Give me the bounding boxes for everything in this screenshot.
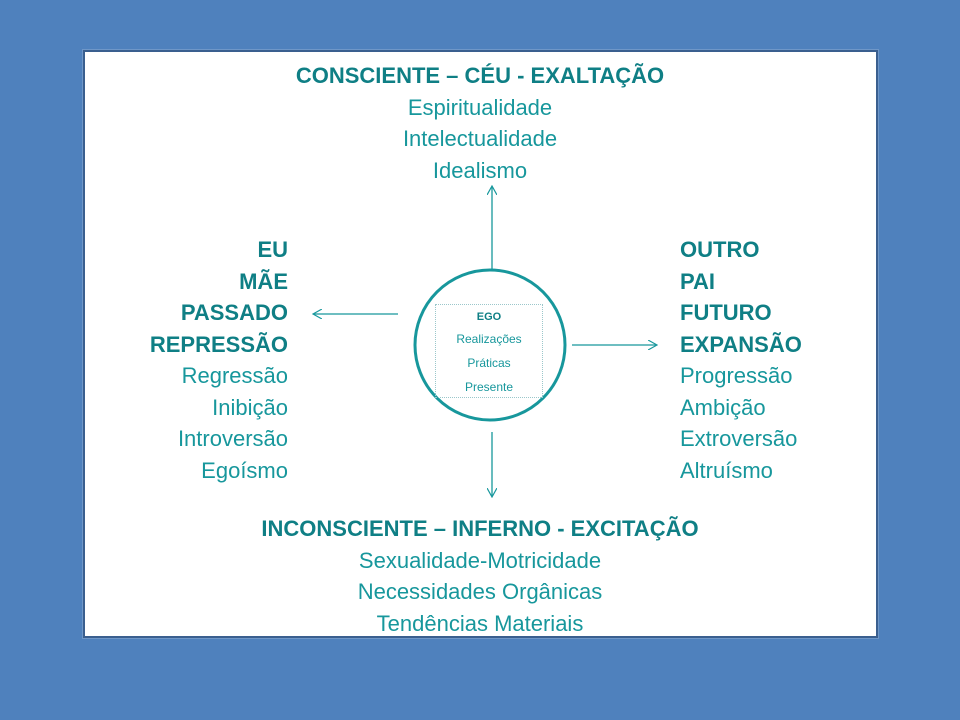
right-heading: OUTRO: [680, 237, 760, 262]
ego-title: EGO: [476, 311, 502, 323]
left-item: Regressão: [181, 363, 288, 388]
right-item: Ambição: [680, 394, 766, 420]
bottom-item: Necessidades Orgânicas: [357, 579, 603, 604]
left-heading: EU: [257, 237, 288, 262]
left-item: Introversão: [177, 426, 288, 451]
bottom-heading: INCONSCIENTE – INFERNO - EXCITAÇÃO: [261, 516, 699, 541]
right-item: Progressão: [680, 363, 793, 388]
right-heading: FUTURO: [680, 300, 772, 325]
ego-circle: [413, 268, 567, 422]
left-block: EU MÃE PASSADO REPRESSÃO Regressão Inibi…: [150, 234, 288, 486]
right-heading: PAI: [680, 268, 716, 294]
top-block: CONSCIENTE – CÉU - EXALTAÇÃO Espirituali…: [0, 60, 960, 186]
ego-item: Práticas: [467, 356, 511, 370]
top-item: Idealismo: [432, 157, 528, 183]
bottom-item: Sexualidade-Motricidade: [358, 547, 602, 573]
left-heading: REPRESSÃO: [149, 331, 288, 357]
right-block: OUTRO PAI FUTURO EXPANSÃO Progressão Amb…: [680, 234, 802, 486]
top-heading: CONSCIENTE – CÉU - EXALTAÇÃO: [295, 63, 665, 88]
bottom-block: INCONSCIENTE – INFERNO - EXCITAÇÃO Sexua…: [0, 513, 960, 639]
top-item: Espiritualidade: [407, 94, 553, 120]
left-item: Egoísmo: [201, 457, 288, 483]
right-item: Altruísmo: [680, 457, 773, 483]
ego-box: EGO Realizações Práticas Presente: [435, 304, 543, 398]
ego-item: Presente: [464, 380, 514, 394]
bottom-item: Tendências Materiais: [376, 610, 584, 636]
right-heading: EXPANSÃO: [680, 331, 802, 357]
left-heading: PASSADO: [180, 300, 288, 325]
left-item: Inibição: [212, 394, 288, 420]
diagram-panel: [83, 50, 878, 638]
right-item: Extroversão: [680, 426, 798, 451]
left-heading: MÃE: [239, 268, 288, 294]
ego-item: Realizações: [456, 332, 522, 346]
top-item: Intelectualidade: [402, 126, 558, 151]
